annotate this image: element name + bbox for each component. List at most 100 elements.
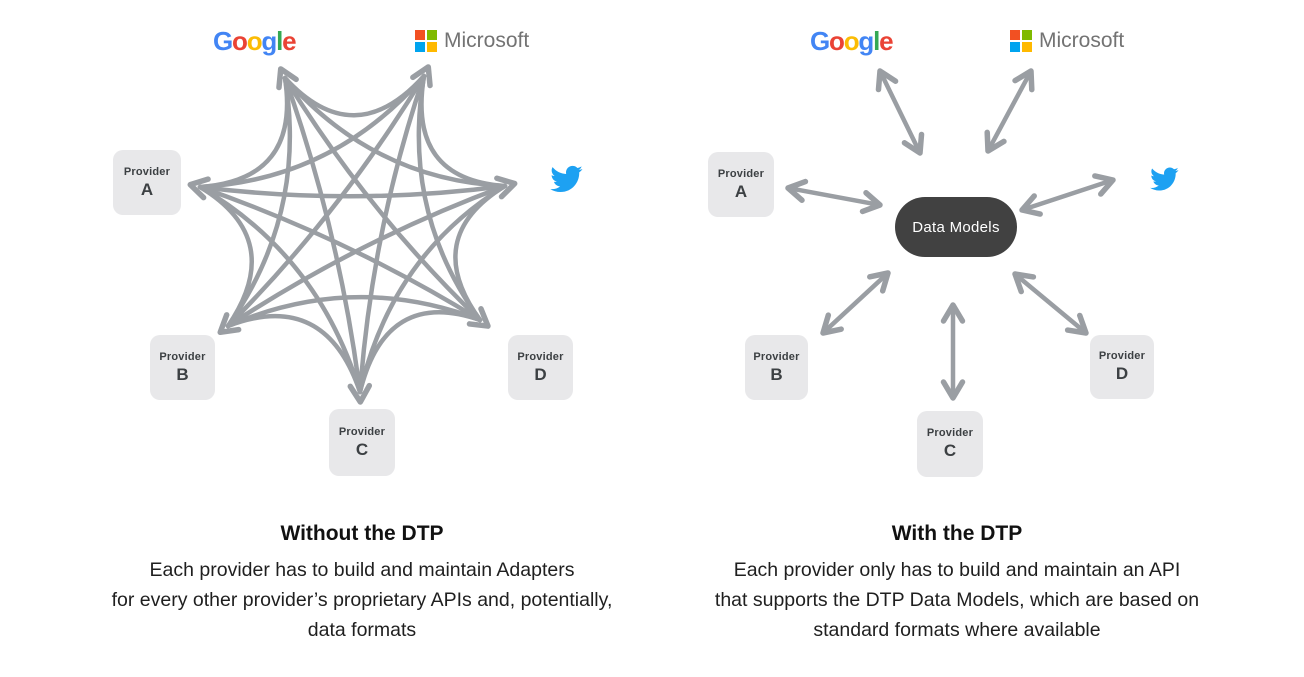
caption-title-with-dtp: With the DTP [891,522,1023,545]
mesh-edge-twitter--provider-b [225,183,508,329]
spoke-line-provider-a [791,186,877,207]
caption-line: for every other provider’s proprietary A… [111,589,613,611]
provider-word-label: Provider [926,427,974,439]
caption-without-dtp: Without the DTP Each provider has to bui… [42,522,682,645]
caption-line: Each provider has to build and maintain … [149,559,575,581]
spoke-arrowhead-twitter-outer [1092,173,1116,197]
google-logo-letter: o [246,26,263,56]
spoke-line-microsoft [988,74,1031,148]
microsoft-wordmark: Microsoft [1039,29,1125,52]
caption-body-with-dtp: Each provider only has to build and main… [637,555,1277,645]
mesh-arrowhead-provider-c [347,382,373,405]
provider-letter-label: A [140,179,154,199]
mesh-arrowhead-provider-d [466,306,491,329]
microsoft-square [427,42,437,52]
google-logo-letter: o [829,26,845,56]
spoke-line-google [880,74,920,150]
caption-body-without-dtp: Each provider has to build and maintain … [42,555,682,645]
spoke-line-provider-d [1017,275,1084,332]
google-logo-letter: e [282,26,296,56]
spoke-arrowhead-microsoft-outer [1012,68,1035,93]
provider-letter-label: B [770,364,783,384]
mesh-arrowhead-provider-a [187,176,211,201]
mesh-edge-provider-a--provider-d [197,184,483,323]
microsoft-squares-icon [415,30,437,52]
mesh-edge-provider-a--twitter [197,183,508,199]
caption-line: data formats [307,619,417,641]
twitter-icon-left [546,162,586,201]
twitter-icon-right [1146,164,1182,199]
provider-word-label: Provider [123,165,171,178]
spoke-arrowhead-provider-d-outer [1064,312,1089,336]
provider-letter-label: A [734,181,748,201]
spoke-arrowhead-provider-a-outer [785,178,809,203]
spoke-arrowhead-microsoft-inner [984,129,1007,154]
provider-letter-label: D [534,364,547,384]
microsoft-square [415,42,425,52]
spoke-arrowhead-provider-a-inner [859,190,883,215]
google-logo-right: Google [810,26,894,56]
mesh-edge-google--provider-d [282,75,483,323]
provider-letter-label: C [943,441,957,460]
provider-word-label: Provider [338,425,386,438]
provider-word-label: Provider [159,350,206,363]
twitter-bird-icon [1150,167,1179,191]
spoke-arrowhead-google-outer [875,68,899,93]
spoke-arrowhead-provider-d-inner [1012,271,1037,295]
spoke-arrowhead-provider-b-outer [820,312,844,336]
spoke-arrowhead-provider-c-inner [940,302,966,324]
microsoft-square [1022,42,1032,52]
spoke-line-provider-b [825,274,886,332]
google-logo-letter: e [879,26,893,56]
microsoft-logo-left: Microsoft [415,30,529,52]
mesh-edge-google--provider-c [282,75,363,395]
mesh-edge-provider-b--provider-d [225,294,483,329]
caption-title-without-dtp: Without the DTP [280,522,444,545]
google-logo-letter: g [858,26,874,56]
spoke-arrowhead-provider-c-outer [940,379,966,401]
provider-letter-label: C [355,439,369,459]
microsoft-square [415,30,425,40]
mesh-edge-microsoft--provider-b [225,73,427,329]
google-logo-letter: l [873,26,880,56]
provider-word-label: Provider [517,350,564,363]
caption-line: Each provider only has to build and main… [733,559,1181,581]
spoke-arrowhead-google-inner [901,131,925,156]
caption-line: standard formats where available [813,619,1101,641]
microsoft-logo-right: Microsoft [1010,30,1124,52]
microsoft-square [1010,42,1020,52]
google-logo-letter: o [843,26,860,56]
google-logo-left: Google [213,26,297,56]
microsoft-wordmark: Microsoft [444,29,530,52]
provider-letter-label: B [176,364,189,384]
mesh-edge-microsoft--twitter [419,73,508,189]
spoke-arrowhead-provider-b-inner [867,270,891,294]
mesh-arrowhead-google [276,66,299,91]
mesh-edge-microsoft--provider-a [197,73,427,190]
data-models-label: Data Models [912,218,1000,236]
google-logo-letter: l [276,26,283,56]
caption-with-dtp: With the DTP Each provider only has to b… [637,522,1277,645]
google-logo-letter: o [232,26,248,56]
google-logo-letter: g [261,26,277,56]
mesh-edge-google--provider-a [197,75,290,190]
spoke-arrowhead-twitter-inner [1019,193,1043,217]
mesh-edge-twitter--provider-d [453,183,508,323]
provider-word-label: Provider [1098,350,1146,362]
provider-letter-label: D [1115,364,1129,383]
mesh-edge-provider-b--provider-c [225,313,363,395]
microsoft-square [1022,30,1032,40]
mesh-arrowhead-twitter [494,175,518,200]
google-logo-letter: G [213,26,233,56]
mesh-arrowhead-microsoft [410,64,433,89]
mesh-edge-provider-c--provider-d [357,310,483,395]
